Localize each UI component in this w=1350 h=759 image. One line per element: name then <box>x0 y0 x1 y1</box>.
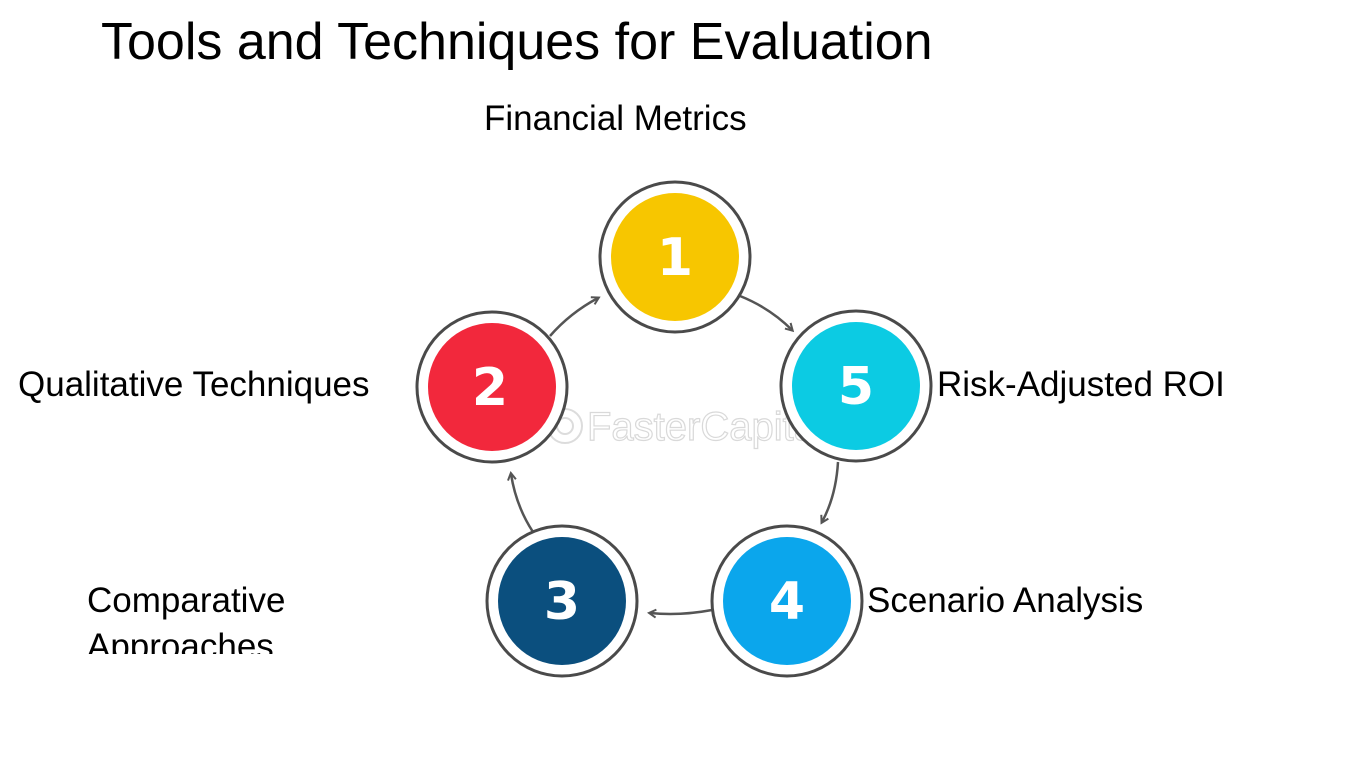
step-2-label: Qualitative Techniques <box>18 365 370 404</box>
step-3-node: 3 <box>485 524 639 678</box>
arrow-4-to-3 <box>650 610 713 614</box>
step-5-node: 5 <box>779 309 933 463</box>
step-5-label: Risk-Adjusted ROI <box>937 365 1225 404</box>
step-1-label: Financial Metrics <box>484 99 747 138</box>
step-3-label: Comparative Approaches <box>87 578 347 654</box>
step-3-number: 3 <box>544 572 580 632</box>
step-3-label-line-2: Approaches <box>87 627 274 654</box>
arrow-1-to-5 <box>739 294 792 330</box>
step-3-circle <box>498 537 626 665</box>
arrow-2-to-1 <box>549 298 598 337</box>
step-4-node: 4 <box>710 524 864 678</box>
step-1-circle <box>611 193 739 321</box>
page-title: Tools and Techniques for Evaluation <box>101 13 933 71</box>
step-4-circle <box>723 537 851 665</box>
step-5-number: 5 <box>838 357 874 417</box>
step-4-label: Scenario Analysis <box>867 581 1144 620</box>
step-2-circle <box>428 323 556 451</box>
step-1-number: 1 <box>657 228 693 288</box>
step-3-label-line-1: Comparative <box>87 581 286 620</box>
step-5-circle <box>792 322 920 450</box>
arrow-3-to-2 <box>511 474 535 533</box>
arrow-5-to-4 <box>822 461 840 522</box>
step-1-node: 1 <box>598 180 752 334</box>
watermark: FasterCapital <box>547 404 825 450</box>
step-2-node: 2 <box>415 310 569 464</box>
step-4-number: 4 <box>769 572 805 632</box>
step-2-number: 2 <box>472 358 508 418</box>
